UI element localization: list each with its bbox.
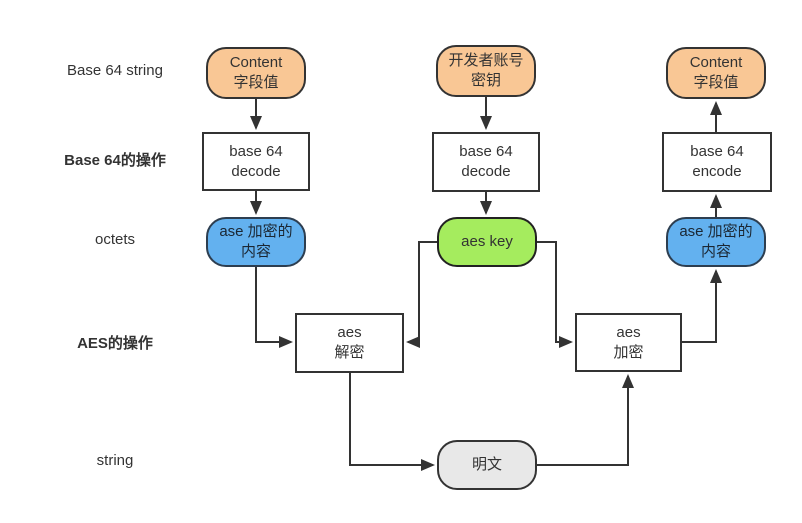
arrow-aes-encrypt-to-octets-right bbox=[682, 269, 722, 343]
node-aes-encrypt: aes 加密 bbox=[575, 313, 682, 372]
arrow-aeskey-to-aes-encrypt bbox=[537, 241, 573, 348]
arrow-aeskey-to-aes-decrypt bbox=[406, 241, 437, 348]
node-plaintext: 明文 bbox=[437, 440, 537, 490]
node-aes-encrypted-content-right: ase 加密的 内容 bbox=[666, 217, 766, 267]
node-aes-key: aes key bbox=[437, 217, 537, 267]
row-label-aes-ops: AES的操作 bbox=[77, 335, 153, 352]
row-label-octets: octets bbox=[94, 231, 136, 248]
node-content-field-left: Content 字段值 bbox=[206, 47, 306, 99]
node-aes-decrypt: aes 解密 bbox=[295, 313, 404, 373]
arrow-aes-decrypt-to-plaintext bbox=[349, 373, 435, 471]
node-base64-encode: base 64 encode bbox=[662, 132, 772, 192]
arrow-plaintext-to-aes-encrypt bbox=[537, 374, 634, 466]
node-base64-decode-mid: base 64 decode bbox=[432, 132, 540, 192]
row-label-base64-ops: Base 64的操作 bbox=[64, 152, 166, 169]
node-aes-encrypted-content-left: ase 加密的 内容 bbox=[206, 217, 306, 267]
node-base64-decode-left: base 64 decode bbox=[202, 132, 310, 191]
node-developer-key: 开发者账号 密钥 bbox=[436, 45, 536, 97]
node-content-field-right: Content 字段值 bbox=[666, 47, 766, 99]
row-label-base64-string: Base 64 string bbox=[67, 62, 163, 79]
row-label-string: string bbox=[96, 452, 134, 469]
arrow-octets-left-to-aes-decrypt bbox=[255, 267, 293, 348]
